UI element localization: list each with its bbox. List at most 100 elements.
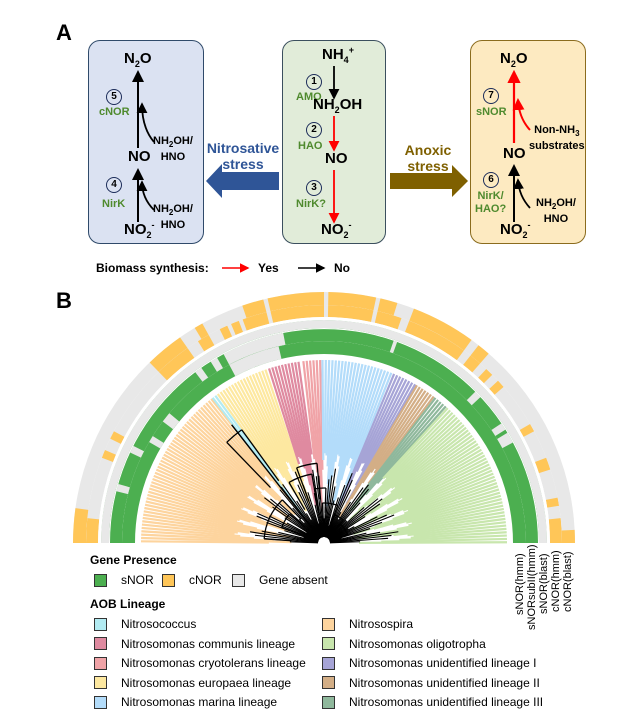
lineage-label: Nitrosomonas unidentified lineage III: [349, 695, 544, 709]
tree-branch-stem: [313, 488, 320, 514]
lineage-tip-ray: [254, 372, 303, 488]
lineage-tip-ray: [173, 436, 292, 521]
lineage-tip-ray: [338, 362, 357, 457]
lineage-legend-item: Nitrosomonas unidentified lineage II: [322, 676, 540, 690]
lineage-tip-ray: [336, 362, 354, 455]
lineage-tip-ray: [379, 434, 473, 503]
lineage-tip-ray: [219, 391, 278, 476]
lineage-tip-ray: [370, 390, 427, 474]
lineage-tip-ray: [239, 379, 295, 484]
lineage-tip-ray: [381, 411, 454, 485]
ring-absent-segment: [229, 346, 282, 377]
lineage-label: Nitrosomonas oligotropha: [349, 636, 486, 651]
lineage-tip-ray: [170, 442, 259, 501]
lineage-tip-ray: [290, 362, 314, 478]
lineage-label: Nitrosomonas unidentified lineage II: [349, 675, 540, 690]
lineage-tip-ray: [190, 416, 294, 515]
step-7-badge: 7: [483, 88, 499, 104]
lineage-tip-ray: [374, 391, 430, 470]
ring-present-segment: [463, 355, 481, 373]
tree-leaf-branch: [256, 515, 319, 542]
lineage-tip-ray: [323, 359, 327, 454]
lineage-swatch: [322, 637, 335, 650]
step-3-badge: 3: [306, 180, 322, 196]
ring-present-segment: [101, 450, 116, 463]
lineage-tip-ray: [152, 477, 262, 521]
left-lower-substrate: NH2OH/HNO: [153, 203, 193, 232]
lineage-tip-ray: [297, 361, 313, 455]
lineage-tip-ray: [258, 371, 312, 508]
lineage-tip-ray: [151, 481, 281, 529]
lineage-tip-ray: [407, 475, 495, 512]
lineage-tip-ray: [248, 375, 290, 464]
lineage-wedge: [140, 398, 298, 544]
tree-leaf-branch: [302, 485, 323, 538]
tree-leaf-branch: [328, 498, 383, 540]
ring-present-segment: [110, 431, 125, 444]
lineage-wedge: [302, 360, 324, 512]
lineage-tip-ray: [373, 517, 506, 538]
lineage-tip-ray: [142, 520, 238, 534]
ring-absent-segment: [195, 367, 209, 382]
tree-leaf-branch: [327, 487, 364, 539]
lineage-tip-ray: [168, 445, 250, 498]
lineage-tip-ray: [141, 526, 241, 538]
lineage-tip-ray: [305, 360, 319, 473]
center-no2: NO2-: [321, 220, 352, 240]
lineage-tip-ray: [348, 399, 439, 512]
ring-present-segment: [374, 311, 402, 330]
lineage-tip-ray: [242, 378, 289, 470]
lineage-swatch: [322, 695, 335, 709]
ring-label-snor-blast: sNOR(blast): [538, 553, 550, 614]
lineage-tip-ray: [175, 433, 291, 519]
lineage-tip-ray: [160, 459, 290, 527]
lineage-tip-ray: [141, 523, 235, 536]
lineage-label: Nitrosospira: [349, 617, 414, 631]
lineage-tip-ray: [406, 498, 502, 524]
tree-branch-stem: [288, 482, 306, 510]
enzyme-cnor: cNOR: [99, 106, 130, 118]
lineage-tip-ray: [140, 540, 269, 544]
lineage-tip-ray: [330, 361, 347, 477]
right-n2o: N2O: [500, 50, 528, 69]
tree-leaf-branch: [329, 534, 392, 543]
lineage-tip-ray: [233, 382, 308, 512]
panel-a-letter: A: [56, 20, 72, 45]
lineage-swatch: [94, 676, 107, 689]
lineage-swatch: [94, 637, 107, 650]
lineage-swatch: [94, 695, 107, 709]
enzyme-nirk: NirK: [102, 198, 126, 210]
step-6-badge: 6: [483, 172, 499, 188]
lineage-tip-ray: [370, 443, 479, 514]
lineage-tip-ray: [163, 453, 268, 513]
enzyme-snor: sNOR: [476, 106, 507, 118]
lineage-tip-ray: [354, 382, 414, 486]
step-5-badge: 5: [106, 89, 122, 105]
lineage-tip-ray: [142, 516, 250, 534]
lineage-tip-ray: [294, 362, 313, 463]
lineage-tip-ray: [381, 424, 465, 496]
lineage-tip-ray: [369, 460, 489, 521]
panel-b-letter: B: [56, 288, 72, 313]
ring-present-segment: [519, 424, 535, 437]
lineage-tip-ray: [382, 407, 449, 480]
enzyme-amo: AMO: [296, 91, 322, 103]
ring-present-segment: [158, 348, 195, 381]
anoxic-box: [470, 40, 586, 244]
lineage-tip-ray: [366, 421, 463, 507]
ring-snorhmm: [122, 341, 526, 543]
lineage-tip-ray: [326, 360, 337, 485]
lineage-tip-ray: [171, 439, 274, 510]
left-no2: NO2-: [124, 220, 155, 240]
panel-a-arrows: [132, 66, 531, 273]
lineage-legend-item: Nitrosomonas unidentified lineage III: [322, 695, 543, 709]
lineage-tip-ray: [308, 360, 322, 493]
lineage-tip-ray: [251, 373, 295, 472]
lineage-tip-ray: [386, 457, 487, 512]
ring-absent-segment: [149, 435, 164, 449]
lineage-tip-ray: [333, 365, 371, 501]
tree-leaf-branch: [315, 476, 324, 538]
gene-legend-absent: Gene absent: [232, 573, 328, 587]
lineage-tip-ray: [394, 429, 469, 489]
